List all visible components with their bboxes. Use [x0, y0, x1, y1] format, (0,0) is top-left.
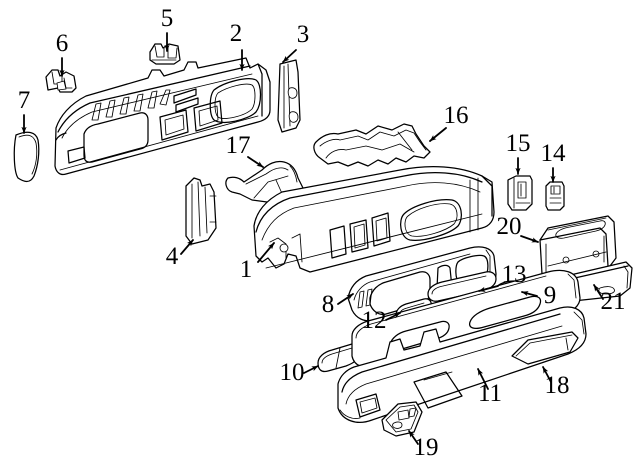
- callout-19: 19: [408, 430, 439, 461]
- part-3-side-pillar-trim-panel: [277, 59, 301, 133]
- part-7-left-end-trim-cap: [13, 131, 40, 183]
- callout-18-label: 18: [545, 372, 570, 399]
- part-16-defroster-grille: [313, 123, 431, 167]
- callout-12-label: 12: [362, 307, 387, 334]
- callout-11-label: 11: [478, 380, 502, 407]
- callout-20: 20: [497, 213, 539, 243]
- callout-4-label: 4: [166, 243, 179, 270]
- part-14-small-switch-cap: [545, 181, 565, 211]
- callout-15-label: 15: [506, 130, 531, 157]
- callout-layer: 1 2 3 4 5 6 7 8: [18, 5, 626, 461]
- callout-12: 12: [362, 307, 401, 334]
- part-15-hinge-cover-clip: [507, 175, 533, 211]
- callout-6-label: 6: [56, 30, 69, 57]
- callout-2-label: 2: [230, 20, 243, 47]
- callout-6: 6: [56, 30, 69, 77]
- callout-1: 1: [240, 242, 275, 283]
- callout-5-label: 5: [161, 5, 174, 32]
- callout-13: 13: [478, 261, 527, 292]
- callout-7: 7: [18, 87, 31, 134]
- callout-21-label: 21: [601, 288, 626, 315]
- callout-13-label: 13: [502, 261, 527, 288]
- part-2-upper-instrument-panel-pad: [54, 57, 271, 176]
- callout-20-label: 20: [497, 213, 522, 240]
- callout-15: 15: [506, 130, 531, 175]
- callout-19-label: 19: [414, 434, 439, 461]
- callout-17-label: 17: [226, 132, 251, 159]
- callout-18: 18: [542, 366, 570, 399]
- part-1-instrument-panel-carrier: [253, 166, 495, 273]
- callout-4: 4: [166, 239, 194, 270]
- part-10-switch-bezel-plug: [317, 342, 364, 373]
- callout-16-label: 16: [444, 102, 469, 129]
- callout-10-label: 10: [280, 359, 305, 386]
- callout-10: 10: [280, 359, 319, 386]
- callout-16: 16: [429, 102, 469, 142]
- callout-3-label: 3: [297, 21, 310, 48]
- callout-9-label: 9: [544, 282, 557, 309]
- part-19-auxiliary-switch-plate: [381, 401, 423, 437]
- callout-3: 3: [282, 21, 310, 63]
- part-13-long-trim-strip: [427, 271, 497, 302]
- part-5-retainer-clip-upper: [149, 43, 181, 65]
- callout-5: 5: [161, 5, 174, 52]
- callout-1-label: 1: [240, 256, 253, 283]
- callout-14-label: 14: [541, 140, 567, 167]
- callout-8: 8: [322, 291, 354, 318]
- callout-11: 11: [477, 368, 502, 407]
- callout-8-label: 8: [322, 291, 335, 318]
- callout-21: 21: [593, 284, 626, 315]
- callout-9: 9: [521, 282, 557, 309]
- callout-2: 2: [230, 20, 245, 71]
- callout-7-label: 7: [18, 87, 31, 114]
- part-4-end-cap-bracket: [185, 177, 217, 245]
- part-18-side-trim-wedge: [511, 331, 579, 365]
- callout-17: 17: [226, 132, 264, 168]
- callout-14: 14: [541, 140, 567, 183]
- part-6-defroster-duct-bracket: [45, 69, 77, 93]
